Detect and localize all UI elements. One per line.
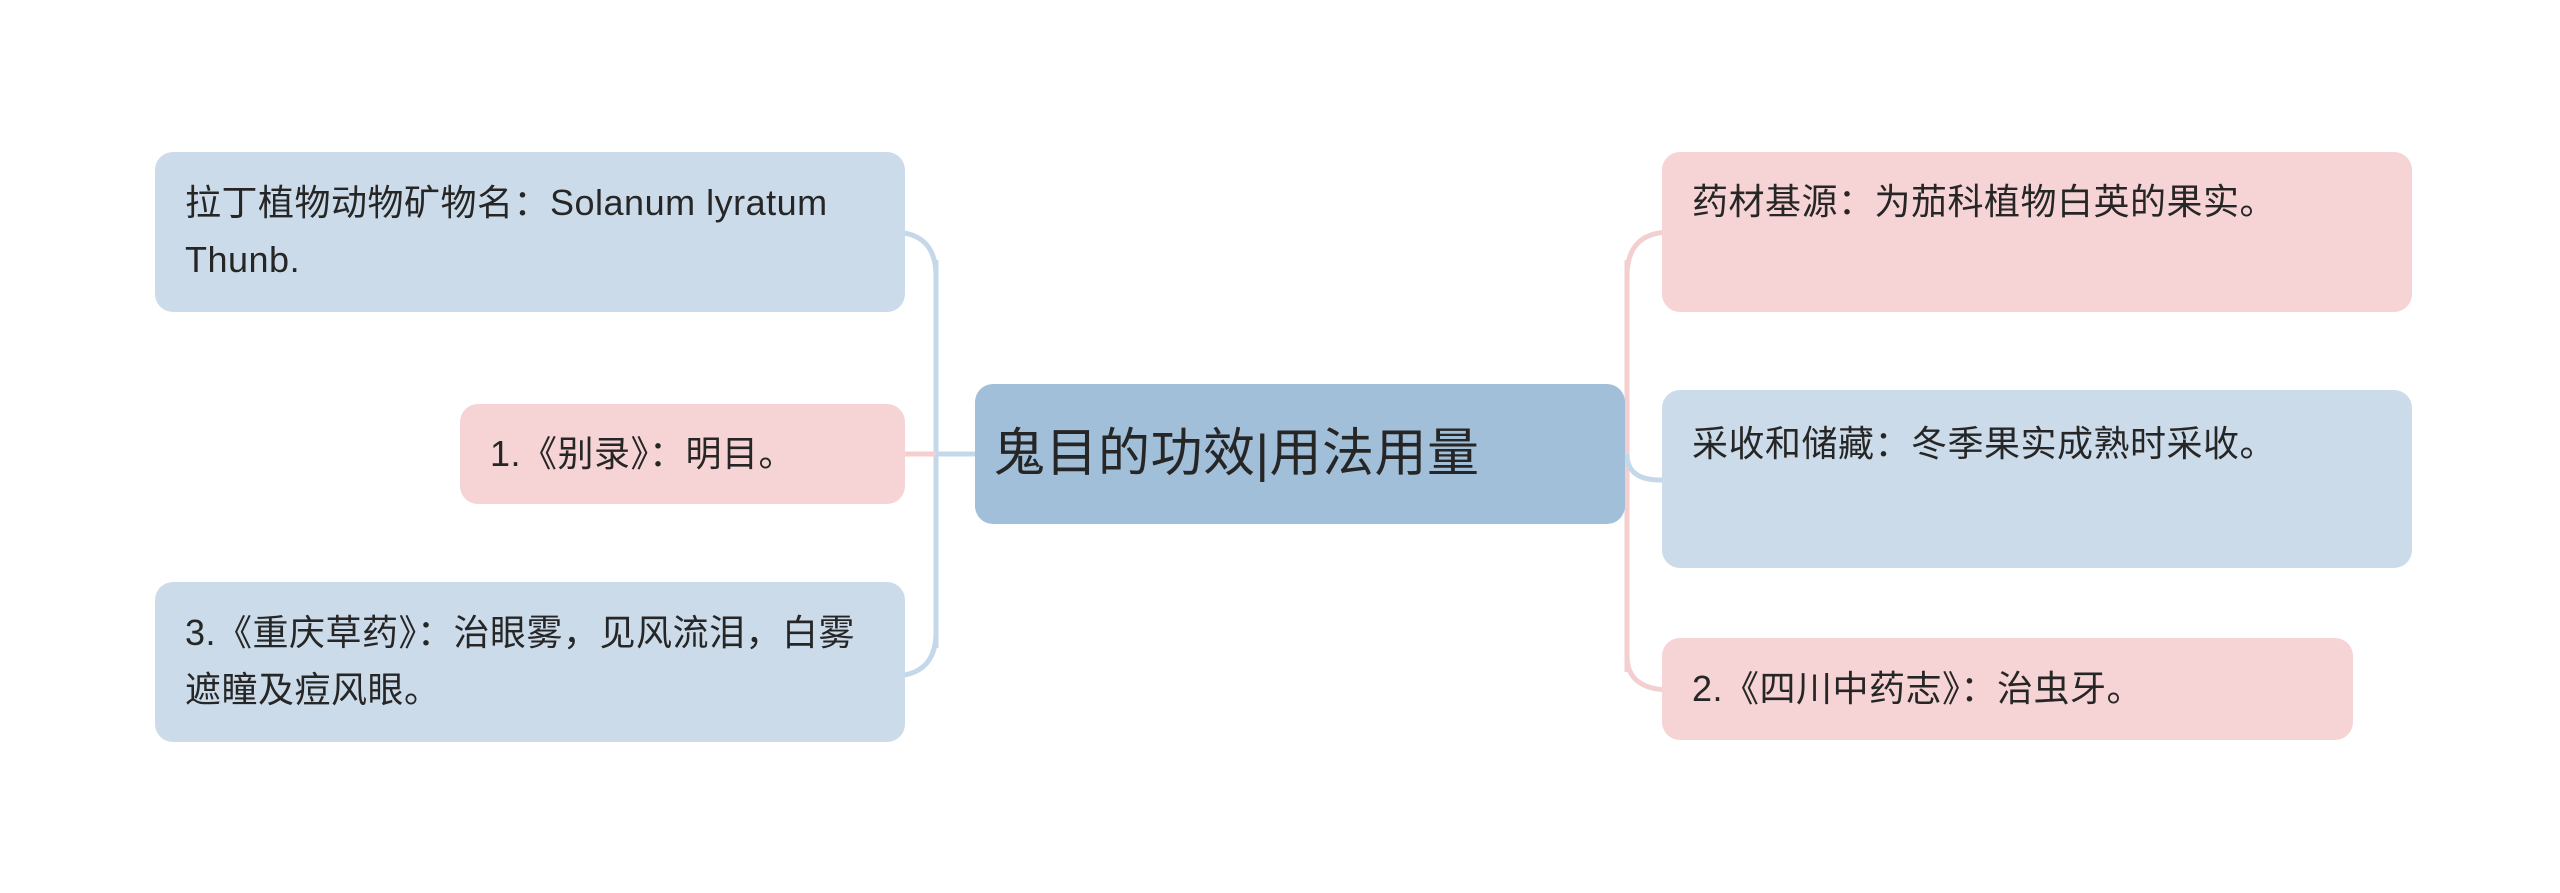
node-bielu-mingmu[interactable]: 1.《别录》：明目。 (460, 404, 905, 504)
root-node-label: 鬼目的功效|用法用量 (993, 424, 1480, 483)
node-label: 1.《别录》：明目。 (490, 432, 796, 474)
node-chongqing-herbal[interactable]: 3.《重庆草药》：治眼雾，见风流泪，白雾遮瞳及痘风眼。 (155, 582, 905, 742)
node-latin-plant-animal-mineral-name[interactable]: 拉丁植物动物矿物名：Solanum lyratum Thunb. (155, 152, 905, 312)
node-medicinal-source[interactable]: 药材基源：为茄科植物白英的果实。 (1662, 152, 2412, 312)
node-harvest-and-storage[interactable]: 采收和储藏：冬季果实成熟时采收。 (1662, 390, 2412, 568)
edge-to-harvest (1624, 453, 1662, 483)
node-label: 采收和储藏：冬季果实成熟时采收。 (1692, 423, 2277, 464)
node-label: 药材基源：为茄科植物白英的果实。 (1692, 181, 2277, 222)
node-label: 拉丁植物动物矿物名：Solanum lyratum Thunb. (185, 182, 828, 280)
node-label: 3.《重庆草药》：治眼雾，见风流泪，白雾遮瞳及痘风眼。 (185, 612, 856, 710)
node-sichuan-materia-medica[interactable]: 2.《四川中药志》：治虫牙。 (1662, 638, 2353, 740)
node-label: 2.《四川中药志》：治虫牙。 (1692, 667, 2144, 709)
root-node-guimu[interactable]: 鬼目的功效|用法用量 (975, 384, 1625, 524)
